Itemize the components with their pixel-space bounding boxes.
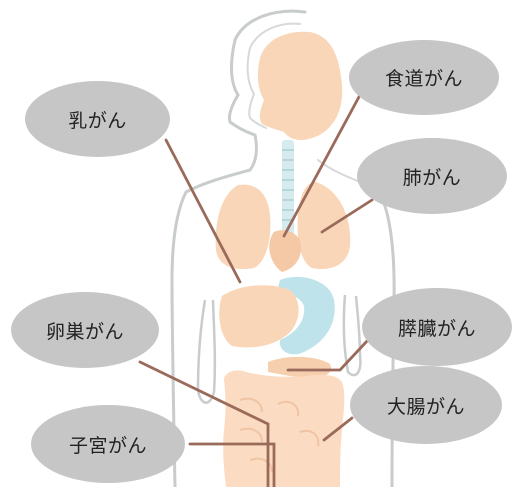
label-esophageal-cancer: 食道がん <box>349 40 499 115</box>
label-pancreatic-cancer: 膵臓がん <box>362 288 512 366</box>
left-lung-shape <box>215 184 271 270</box>
right-lung-shape <box>297 182 351 270</box>
label-ovarian-cancer: 卵巣がん <box>11 292 159 368</box>
label-colorectal-cancer: 大腸がん <box>350 366 502 444</box>
esophagus-shape <box>282 140 294 240</box>
head-shape <box>257 31 343 140</box>
leader-line-ovary <box>138 360 270 487</box>
leader-line-lung <box>320 198 374 234</box>
intestine-folds <box>239 397 320 473</box>
right-arm-outline <box>342 294 362 377</box>
pancreas-shape <box>268 356 332 378</box>
leader-line-colon <box>322 416 354 442</box>
liver-shape <box>219 285 299 348</box>
label-breast-cancer: 乳がん <box>25 81 170 157</box>
label-lung-cancer: 肺がん <box>357 138 507 214</box>
label-uterine-cancer: 子宮がん <box>31 405 185 483</box>
left-arm-outline <box>196 299 217 404</box>
leader-line-uterus <box>188 442 276 487</box>
stomach-shape <box>276 276 335 355</box>
leader-line-esophagus <box>282 93 362 238</box>
leader-line-breast <box>164 138 242 284</box>
heart-shape <box>269 230 302 272</box>
leader-line-pancreas <box>286 338 370 372</box>
leader-lines <box>138 93 374 487</box>
